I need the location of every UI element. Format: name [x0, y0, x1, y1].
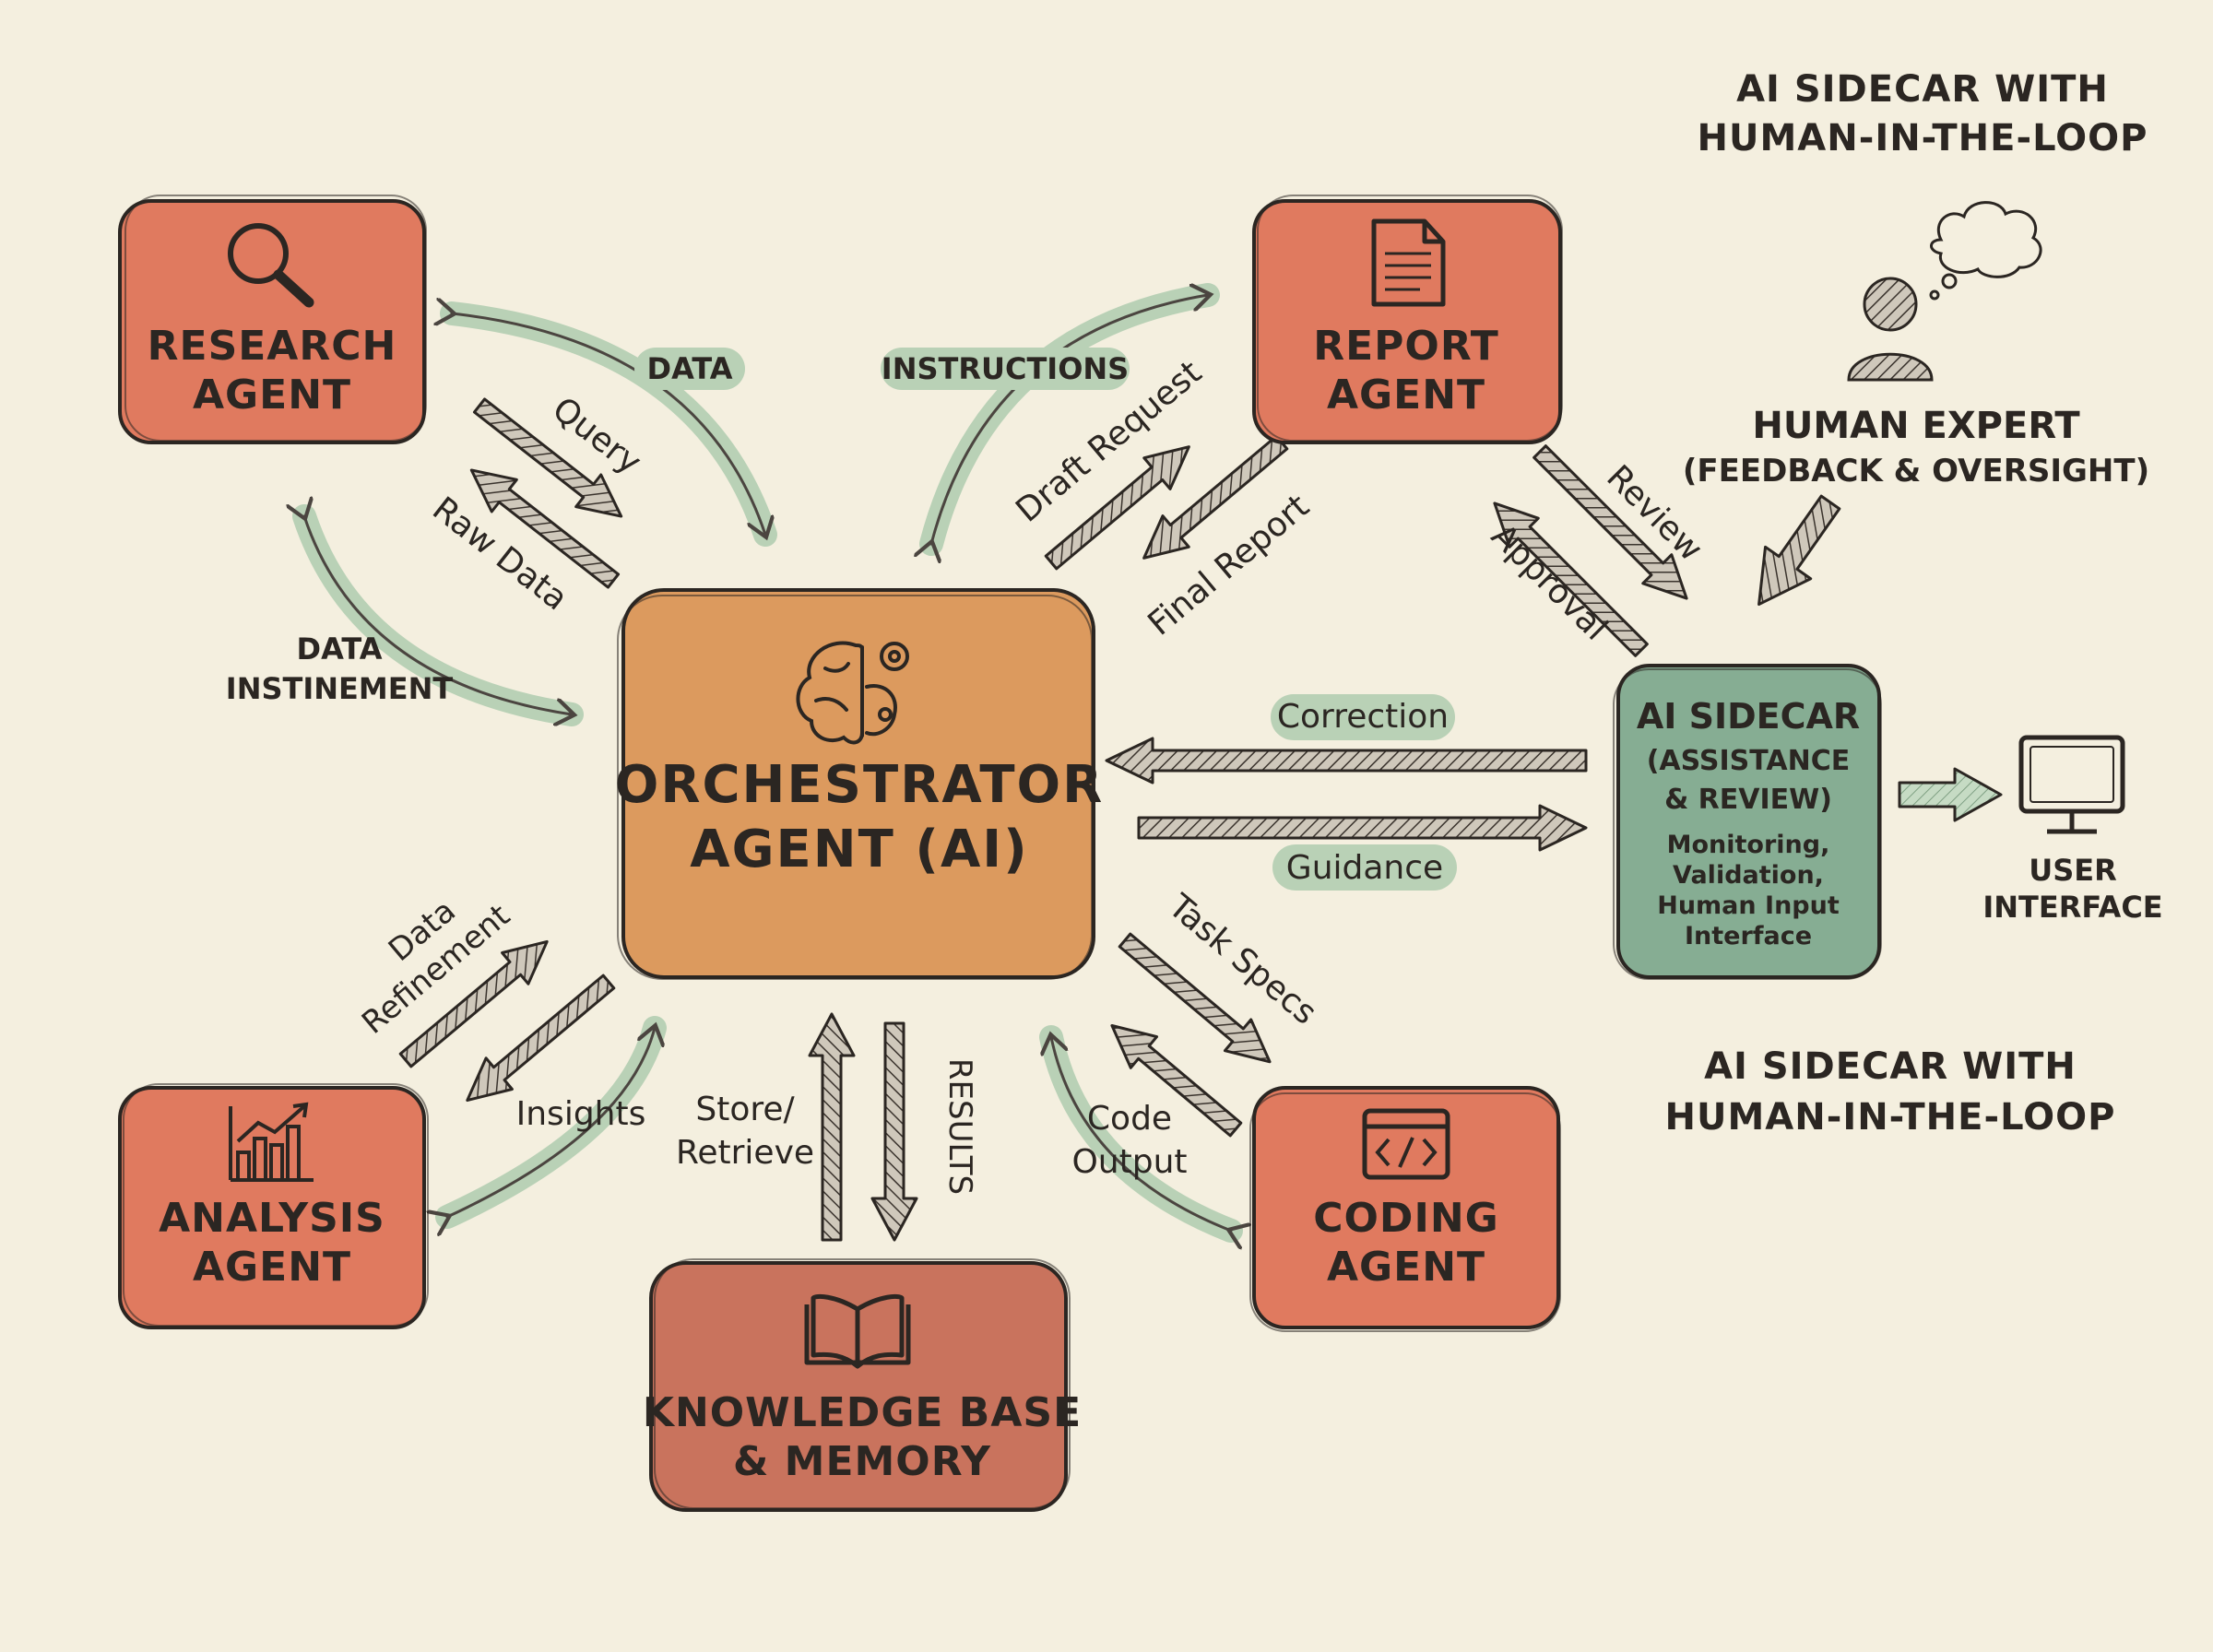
data-refinement-arrow — [398, 939, 549, 1068]
code-output-arrow — [1110, 1024, 1243, 1138]
final-report-arrow — [1142, 434, 1289, 560]
store-retrieve-arrow — [808, 1012, 856, 1242]
sidecar-sub-line1: Monitoring, — [1667, 831, 1830, 859]
edge-label-insights: Insights — [516, 1095, 646, 1133]
orchestrator-title-line2: AGENT (AI) — [690, 820, 1028, 879]
hatched-arrows — [398, 397, 1841, 1242]
edge-label-approval: Approval — [1484, 517, 1615, 648]
edge-label-final-report: Final Report — [1142, 488, 1317, 643]
analysis-agent-title-line1: ANALYSIS — [159, 1195, 385, 1242]
orchestrator-title-line1: ORCHESTRATOR — [615, 755, 1105, 815]
coding-agent-box[interactable] — [1252, 1086, 1560, 1329]
sidecar-sub-line2: Validation, — [1673, 861, 1824, 890]
analysis-agent-title-line2: AGENT — [193, 1244, 351, 1291]
edge-label-code-output-line2: Output — [1071, 1143, 1187, 1181]
footer-title-line1: AI SIDECAR WITH — [1704, 1045, 2077, 1088]
research-agent-title-line1: RESEARCH — [148, 323, 397, 370]
monitor-icon — [2018, 735, 2125, 834]
footer-title-line2: HUMAN-IN-THE-LOOP — [1665, 1096, 2116, 1139]
edge-label-results: RESULTS — [941, 1058, 978, 1195]
research-agent-box[interactable] — [118, 199, 426, 444]
raw-data-arrow — [469, 468, 621, 589]
user-interface-line2: INTERFACE — [1982, 890, 2162, 925]
magnifier-icon — [228, 223, 314, 308]
analysis-agent-box[interactable] — [118, 1086, 426, 1329]
human-feedback-arrow — [1757, 494, 1841, 607]
analysis-return-arrow — [466, 974, 616, 1103]
correction-arrow — [1105, 737, 1588, 785]
results-arrow — [870, 1021, 918, 1242]
approval-arrow — [1493, 502, 1649, 657]
report-agent-box[interactable] — [1252, 199, 1562, 444]
sidecar-title-line2: (ASSISTANCE — [1647, 745, 1851, 777]
edge-label-code-output-line1: Code — [1087, 1100, 1172, 1138]
edge-label-data-instinement-line1: DATA — [297, 631, 383, 667]
sidecar-sub-line3: Human Input — [1657, 891, 1840, 920]
edge-label-instructions: INSTRUCTIONS — [882, 351, 1129, 386]
edge-label-guidance: Guidance — [1286, 849, 1443, 887]
knowledge-title-line2: & MEMORY — [733, 1438, 991, 1485]
review-arrow — [1533, 444, 1688, 600]
edge-label-data-instinement-line2: INSTINEMENT — [226, 671, 454, 706]
knowledge-title-line1: KNOWLEDGE BASE — [643, 1389, 1082, 1436]
header-title-line2: HUMAN-IN-THE-LOOP — [1698, 117, 2148, 159]
edge-label-task-specs: Task Specs — [1161, 887, 1324, 1032]
query-arrow — [472, 397, 623, 518]
sidecar-title-line1: AI SIDECAR — [1637, 696, 1860, 737]
sidecar-box[interactable] — [1616, 664, 1881, 979]
sidecar-title-line3: & REVIEW) — [1664, 784, 1832, 816]
document-icon — [1371, 218, 1446, 307]
edge-label-correction: Correction — [1277, 698, 1449, 736]
human-expert-title: HUMAN EXPERT — [1752, 405, 2080, 447]
header-title-line1: AI SIDECAR WITH — [1736, 68, 2109, 111]
bar-chart-icon — [229, 1102, 314, 1182]
draft-request-arrow — [1044, 445, 1190, 571]
code-window-icon — [1362, 1108, 1450, 1180]
report-agent-title-line2: AGENT — [1327, 372, 1485, 419]
guidance-arrow — [1137, 804, 1588, 852]
human-expert-subtitle: (FEEDBACK & OVERSIGHT) — [1683, 453, 2149, 490]
person-thought-icon — [1847, 201, 2042, 382]
sidecar-to-ui-arrow — [1898, 767, 2003, 822]
brain-gear-icon — [796, 641, 909, 745]
edge-label-data: DATA — [647, 351, 733, 386]
coding-agent-title-line1: CODING — [1313, 1195, 1499, 1242]
user-interface-line1: USER — [2029, 853, 2117, 888]
edge-label-raw-data: Raw Data — [425, 490, 574, 618]
research-agent-title-line2: AGENT — [193, 372, 351, 419]
coding-agent-title-line2: AGENT — [1327, 1244, 1485, 1291]
knowledge-base-box[interactable] — [649, 1261, 1068, 1512]
edge-label-store-retrieve-line2: Retrieve — [676, 1134, 814, 1172]
instructions-flow — [919, 283, 1220, 556]
task-specs-arrow — [1118, 932, 1272, 1064]
open-book-icon — [804, 1294, 911, 1369]
orchestrator-box[interactable] — [621, 588, 1095, 979]
edge-label-store-retrieve-line1: Store/ — [695, 1091, 795, 1128]
sidecar-sub-line4: Interface — [1685, 922, 1812, 950]
report-agent-title-line1: REPORT — [1313, 323, 1499, 370]
